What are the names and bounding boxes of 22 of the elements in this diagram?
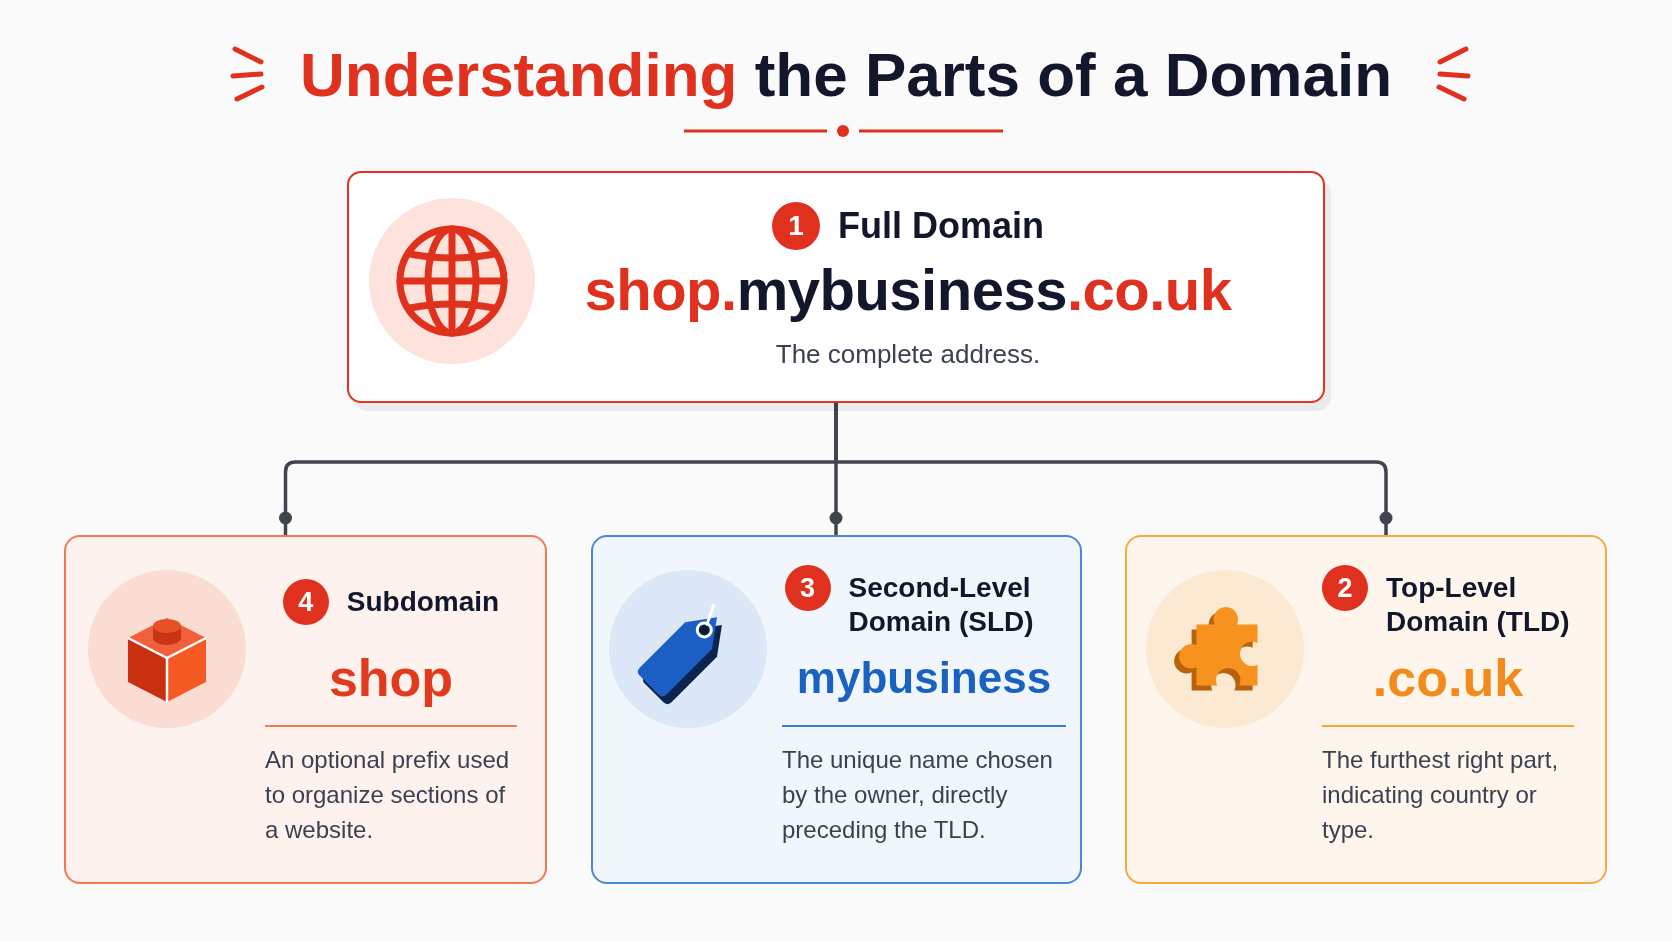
domain-part: mybusiness	[796, 652, 1052, 704]
description-text: An optional prefix used to organize sections of a website.	[265, 745, 511, 845]
description-text: The unique name chosen by the owner, directly preceding the TLD.	[782, 745, 1054, 845]
domain-name: shop.mybusiness.co.uk	[584, 256, 1232, 324]
card-heading: Full Domain	[838, 204, 1044, 248]
number-badge: 4	[282, 579, 329, 625]
domain-card	[347, 171, 1325, 403]
number-badge: 2	[1322, 565, 1368, 611]
card-heading: Subdomain	[346, 585, 500, 619]
description-text: The furthest right part, indicating country or type.	[1322, 745, 1560, 845]
number-badge: 1	[772, 202, 820, 250]
description-text: The complete address.	[775, 338, 1041, 371]
part-card	[591, 535, 1082, 884]
domain-part: shop	[328, 648, 454, 708]
part-card	[64, 535, 547, 884]
number-badge: 3	[784, 565, 831, 611]
card-heading: Top-Level Domain (TLD)	[1386, 571, 1571, 639]
connector-line	[834, 403, 1393, 535]
card-heading: Second-Level Domain (SLD)	[848, 571, 1035, 639]
title: Understanding the Parts of a Domain	[300, 39, 1388, 111]
domain-part: .co.uk	[1372, 648, 1524, 708]
part-card	[1125, 535, 1607, 884]
